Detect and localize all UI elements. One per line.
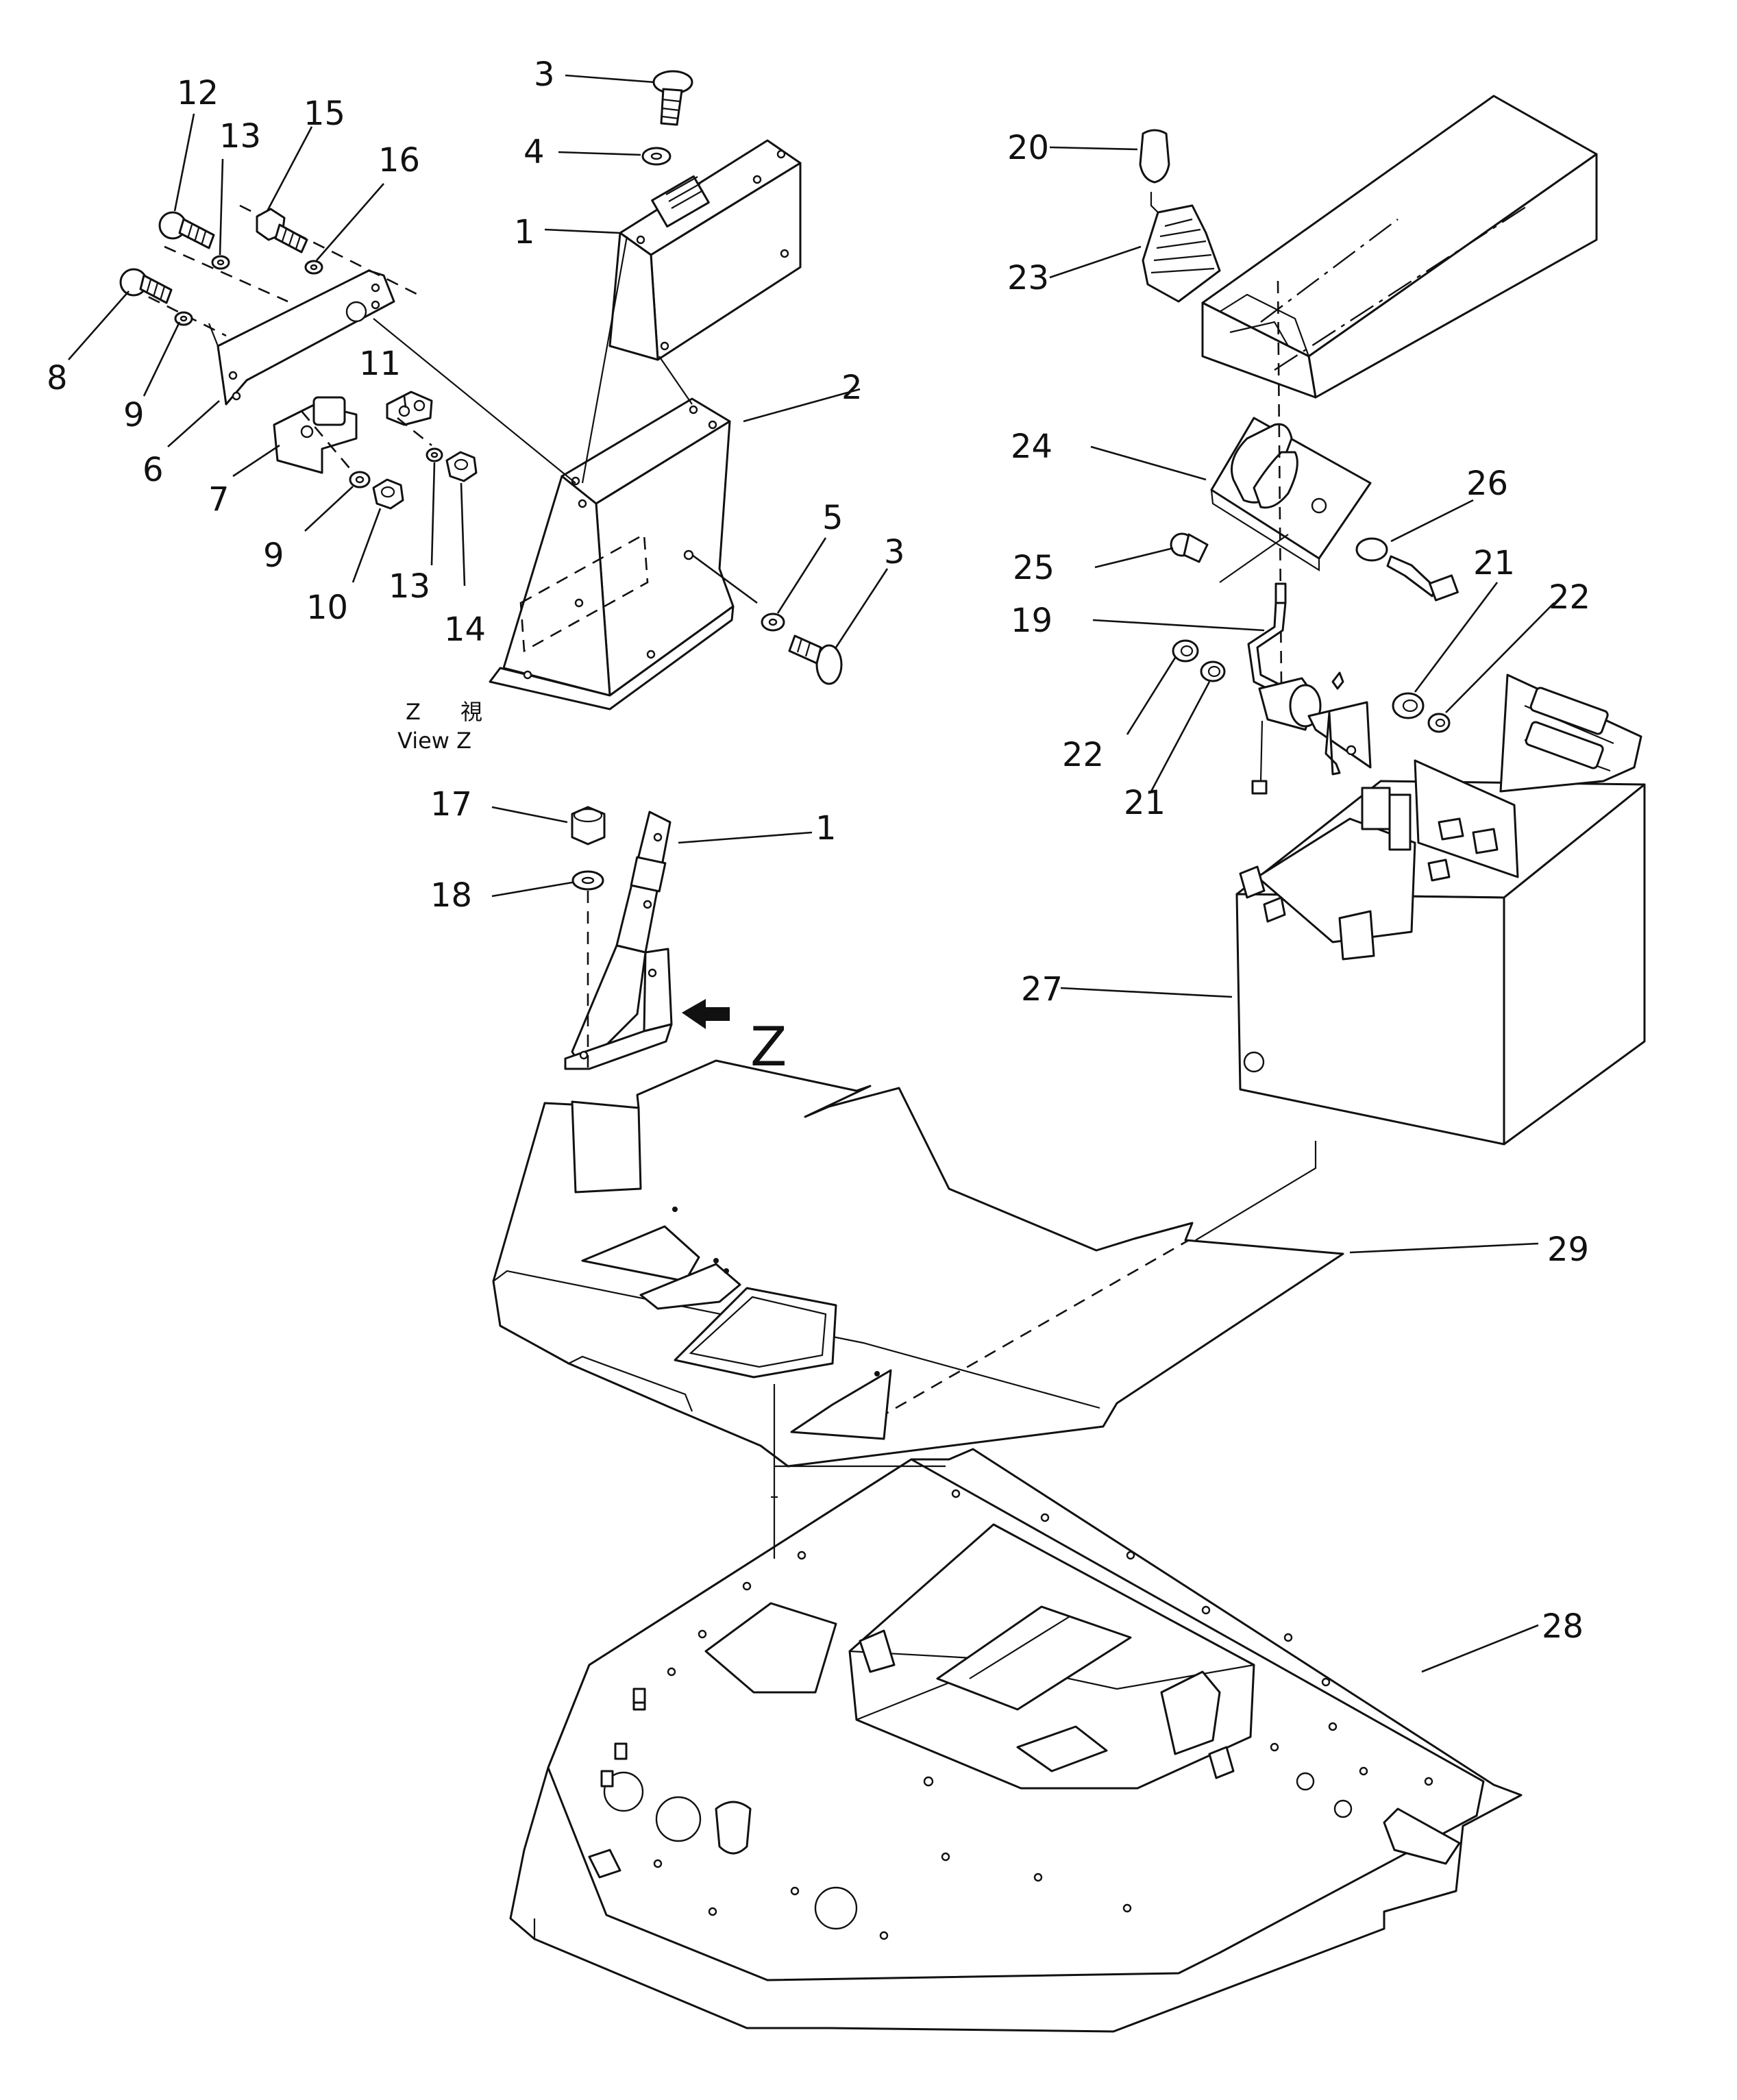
callout-3-top: 3 xyxy=(534,55,555,94)
shift-lever-assembly xyxy=(1049,95,1646,1241)
bushing-21-left xyxy=(1200,660,1226,682)
controller-unit xyxy=(608,139,802,361)
bolt-8 xyxy=(119,268,173,304)
bolt-15 xyxy=(256,208,308,254)
callout-28: 28 xyxy=(1542,1607,1584,1646)
callout-13-top: 13 xyxy=(219,117,261,156)
callout-11: 11 xyxy=(359,345,401,383)
callout-25: 25 xyxy=(1013,549,1055,587)
view-z-detail xyxy=(68,113,478,586)
callout-24: 24 xyxy=(1011,428,1052,466)
callout-23: 23 xyxy=(1007,259,1049,297)
callout-15: 15 xyxy=(304,95,345,133)
callout-17: 17 xyxy=(430,785,472,824)
callout-20: 20 xyxy=(1007,129,1049,167)
view-caption-line1-left: Z xyxy=(406,699,421,725)
callout-27: 27 xyxy=(1021,970,1063,1009)
callout-labels: 12 13 15 16 8 9 6 7 11 9 10 13 14 3 4 1 … xyxy=(47,55,1590,1646)
view-caption-line1-right: 視 xyxy=(460,699,482,725)
view-arrow-label: Z xyxy=(750,1017,787,1078)
bushing-21-right xyxy=(1392,692,1425,719)
callout-16: 16 xyxy=(378,141,420,180)
clip-bracket xyxy=(386,391,433,426)
callout-21-right: 21 xyxy=(1473,544,1515,582)
bushing-22-right xyxy=(1427,713,1451,733)
controller-mounting-bracket xyxy=(489,397,735,711)
callout-7: 7 xyxy=(208,480,230,519)
bracket-plate xyxy=(217,269,395,406)
screw-3-lower xyxy=(788,634,843,685)
callout-19: 19 xyxy=(1011,602,1052,640)
nut-10 xyxy=(372,478,404,510)
callout-9-left: 9 xyxy=(123,396,145,434)
callout-18: 18 xyxy=(430,876,472,915)
callout-9-right: 9 xyxy=(263,536,284,575)
callout-2: 2 xyxy=(841,369,863,407)
switch-26 xyxy=(1355,537,1459,602)
callout-6: 6 xyxy=(143,451,164,489)
floor-console-hump xyxy=(848,1523,1255,1790)
lever-boot xyxy=(1142,204,1221,303)
control-box xyxy=(1235,674,1646,1146)
callout-21-left: 21 xyxy=(1124,784,1166,822)
view-arrow xyxy=(682,999,730,1029)
callout-4: 4 xyxy=(523,133,545,171)
callout-12: 12 xyxy=(177,74,219,112)
callout-5: 5 xyxy=(822,499,843,537)
callout-29: 29 xyxy=(1547,1231,1589,1269)
nut-17 xyxy=(571,806,606,845)
shift-lever xyxy=(1247,582,1372,795)
callout-22-right: 22 xyxy=(1549,578,1590,617)
nut-14 xyxy=(445,451,478,482)
controller-mounted: Z xyxy=(491,806,813,1078)
callout-26: 26 xyxy=(1466,465,1508,503)
cab-floor-frame xyxy=(509,1384,1539,2033)
callout-1-mid: 1 xyxy=(815,809,837,848)
callout-22-left: 22 xyxy=(1062,736,1104,774)
floor-plate xyxy=(492,1059,1539,1468)
lever-guide-plate xyxy=(1210,417,1372,571)
callout-8: 8 xyxy=(47,359,68,397)
screw-3-top xyxy=(652,70,693,126)
bushing-22-left xyxy=(1172,639,1199,663)
console-cover xyxy=(1201,95,1598,399)
callout-13-bottom: 13 xyxy=(389,567,430,606)
callout-3-lower: 3 xyxy=(884,533,905,571)
lamp-25 xyxy=(1170,532,1209,563)
callout-1-top: 1 xyxy=(514,213,535,251)
controller-assembly xyxy=(373,70,889,711)
bolt-12 xyxy=(158,211,215,249)
lever-knob xyxy=(1139,129,1170,184)
callout-10: 10 xyxy=(306,589,348,627)
view-caption-line2: View Z xyxy=(397,728,471,754)
callout-14: 14 xyxy=(444,610,486,649)
